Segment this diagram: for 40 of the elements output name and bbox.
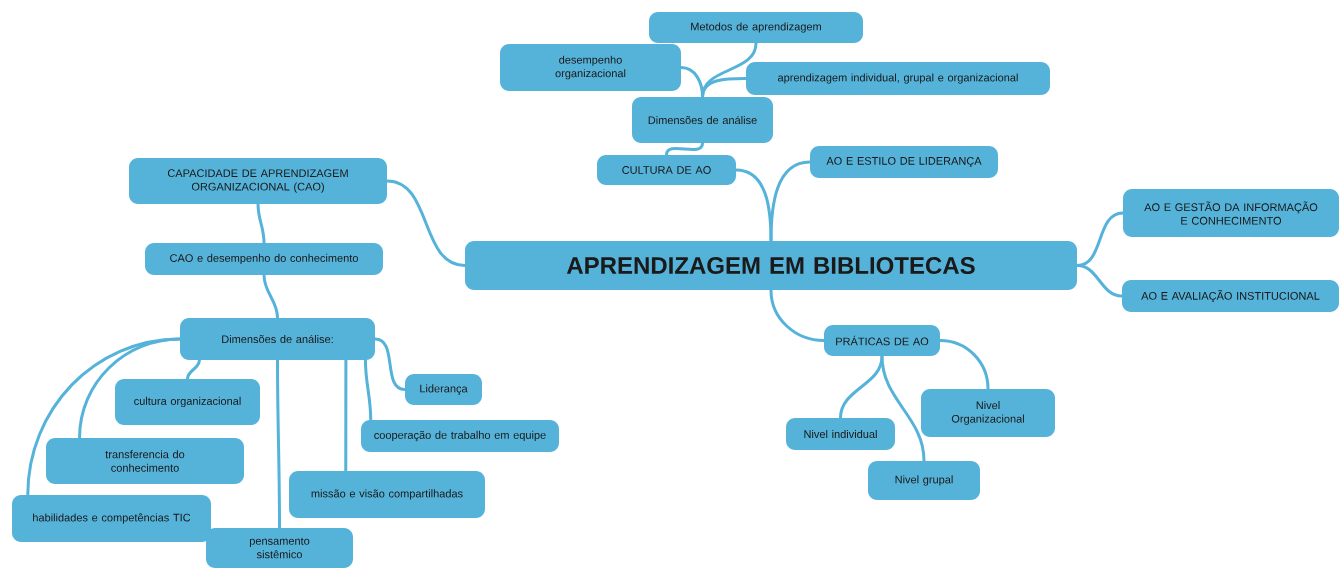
topic-box: desempenho organizacional (500, 44, 681, 91)
topic-box: AO E ESTILO DE LIDERANÇA (810, 146, 998, 178)
topic-box: Dimensões de análise: (180, 318, 375, 360)
connector (256, 202, 266, 245)
topic-box: missão e visão compartilhadas (289, 471, 485, 518)
topic-box: Nivel Organizacional (921, 389, 1055, 437)
connector (26, 337, 182, 497)
connector (938, 339, 990, 391)
connector (734, 168, 773, 243)
connector (1075, 264, 1124, 298)
connector (769, 160, 812, 243)
connector (344, 358, 348, 473)
connector (769, 288, 826, 342)
connector (701, 77, 748, 99)
connector (363, 358, 373, 422)
connector (262, 273, 279, 320)
topic-box: pensamento sistêmico (206, 528, 353, 568)
central-topic-box: APRENDIZAGEM EM BIBLIOTECAS (465, 241, 1077, 290)
topic-box: Dimensões de análise (632, 97, 773, 143)
topic-box: Nivel individual (786, 418, 895, 450)
connector (276, 358, 281, 530)
connector (880, 354, 926, 463)
connector (665, 141, 704, 157)
topic-box: AO E AVALIAÇÃO INSTITUCIONAL (1122, 280, 1339, 312)
topic-box: AO E GESTÃO DA INFORMAÇÃO E CONHECIMENTO (1123, 189, 1339, 237)
topic-box: Nivel grupal (868, 461, 980, 500)
connector (385, 179, 467, 267)
topic-box: cooperação de trabalho em equipe (361, 420, 559, 452)
topic-box: CAPACIDADE DE APRENDIZAGEM ORGANIZACIONAL (CAO) (129, 158, 387, 204)
connector (839, 354, 884, 420)
topic-box: CAO e desempenho do conhecimento (145, 243, 383, 275)
topic-box: PRÁTICAS DE AO (824, 325, 940, 356)
connector (186, 358, 201, 381)
topic-box: Metodos de aprendizagem (649, 12, 863, 43)
topic-box: aprendizagem individual, grupal e organizacional (746, 62, 1050, 95)
topic-box: transferencia do conhecimento (46, 438, 244, 484)
topic-box: Liderança (405, 374, 482, 405)
topic-box: habilidades e competências TIC (12, 495, 211, 542)
topic-box: cultura organizacional (115, 379, 260, 425)
topic-box: CULTURA DE AO (597, 155, 736, 185)
